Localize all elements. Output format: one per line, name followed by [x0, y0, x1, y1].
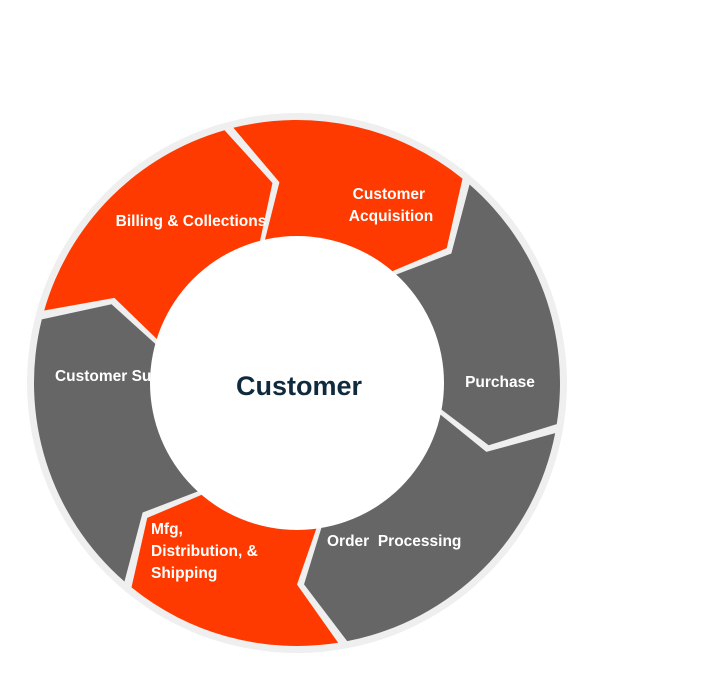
segment-customer-support[interactable] [131, 491, 339, 646]
label-line: Shipping [151, 565, 217, 582]
label-mfg-distribution-shipping: Mfg, Distribution, & Shipping [151, 521, 262, 582]
center-circle [150, 236, 444, 530]
label-line: Mfg, [151, 521, 183, 538]
segment-customer-acquisition[interactable] [44, 130, 273, 345]
label-customer-acquisition: Customer Acquisition [349, 186, 433, 225]
label-order-processing: Order Processing [327, 533, 461, 550]
label-line: Order Processing [327, 533, 461, 550]
label-line: Purchase [465, 374, 535, 391]
segment-mfg-distribution-shipping[interactable] [304, 409, 556, 642]
label-customer-support: Customer Support [55, 368, 191, 385]
label-line: Acquisition [349, 208, 433, 225]
segment-order-processing[interactable] [388, 184, 560, 446]
center-label: Customer [236, 371, 363, 401]
segment-billing-collections[interactable] [33, 304, 206, 582]
label-line: Billing & Collections [116, 213, 267, 230]
label-line: Customer [353, 186, 425, 203]
segment-purchase[interactable] [233, 119, 463, 275]
label-billing-collections: Billing & Collections [116, 213, 267, 230]
label-purchase: Purchase [465, 374, 535, 391]
label-line: Customer Support [55, 368, 191, 385]
label-line: Distribution, & [151, 543, 258, 560]
